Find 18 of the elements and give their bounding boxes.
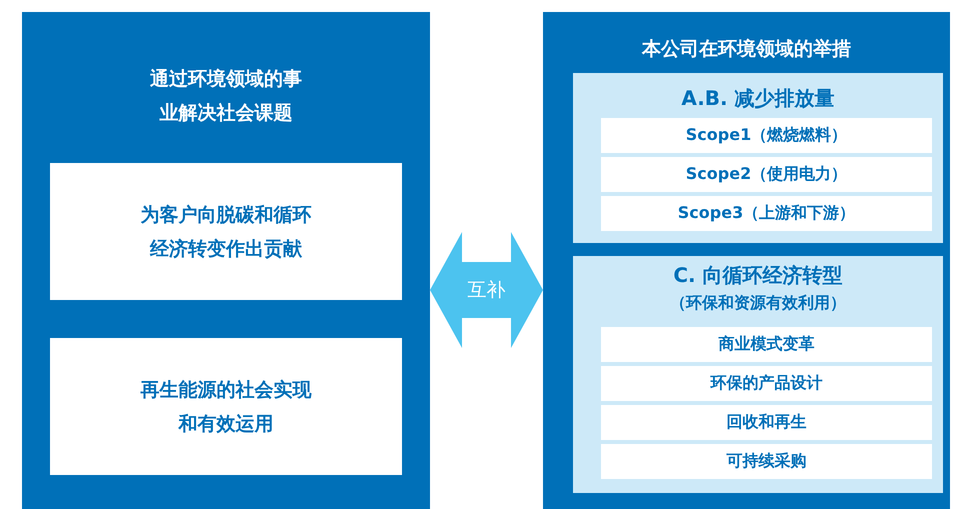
list-row: Scope1（燃烧燃料） [601, 118, 932, 153]
list-row: 回收和再生 [601, 405, 932, 440]
list-row: 环保的产品设计 [601, 366, 932, 401]
list-row: 商业模式变革 [601, 327, 932, 362]
list-row: Scope2（使用电力） [601, 157, 932, 192]
panel [543, 12, 950, 509]
group-heading: C. 向循环经济转型 [672, 262, 844, 289]
list-row: 可持续采购 [601, 444, 932, 479]
panel [22, 12, 430, 509]
group-box [573, 73, 943, 243]
group-box [573, 256, 943, 493]
text-card: 为客户向脱碳和循环经济转变作出贡献 [50, 163, 402, 300]
group-subheading: （环保和资源有效利用） [669, 292, 847, 314]
group-heading: A.B. 减少排放量 [680, 85, 836, 112]
text-card: 再生能源的社会实现和有效运用 [50, 338, 402, 475]
heading-text: 本公司在环境领域的举措 [640, 37, 852, 62]
list-row: Scope3（上游和下游） [601, 196, 932, 231]
heading-text: 通过环境领域的事业解决社会课题 [149, 67, 303, 126]
